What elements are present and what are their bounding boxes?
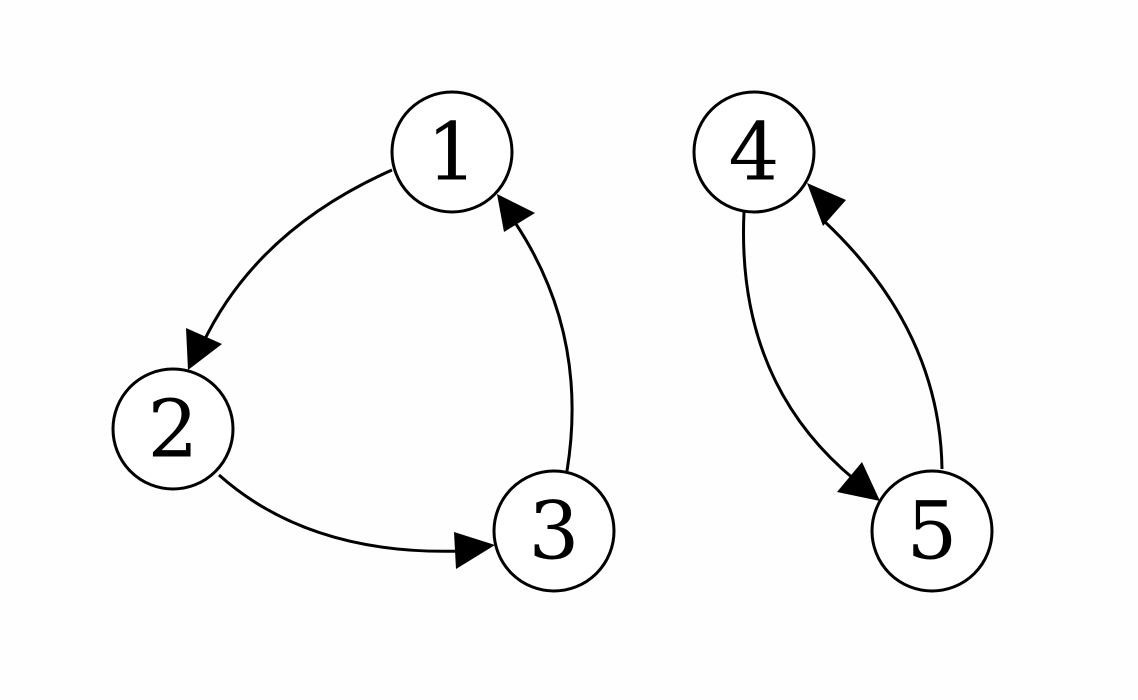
node-3-label: 3 — [529, 485, 580, 578]
node-1: 1 — [390, 90, 514, 214]
node-3: 3 — [492, 469, 616, 593]
edge-2-to-3 — [218, 473, 495, 569]
edge-3-to-1-arrowhead — [497, 194, 535, 232]
edge-4-to-5 — [742, 211, 880, 501]
node-4: 4 — [692, 90, 816, 214]
edge-1-to-2 — [186, 168, 393, 370]
node-1-label: 1 — [427, 106, 478, 199]
edge-2-to-3-arrowhead — [454, 532, 495, 569]
node-5-label: 5 — [907, 485, 958, 578]
edge-1-to-2-arrowhead — [186, 328, 222, 370]
node-4-label: 4 — [729, 106, 780, 199]
node-2: 2 — [111, 367, 235, 491]
edges — [186, 168, 944, 569]
node-2-label: 2 — [148, 383, 199, 476]
edge-5-to-4-arrowhead — [807, 183, 846, 226]
edge-3-to-1 — [497, 194, 574, 472]
node-5: 5 — [870, 469, 994, 593]
edge-4-to-5-arrowhead — [837, 462, 880, 501]
edge-5-to-4 — [807, 183, 944, 470]
